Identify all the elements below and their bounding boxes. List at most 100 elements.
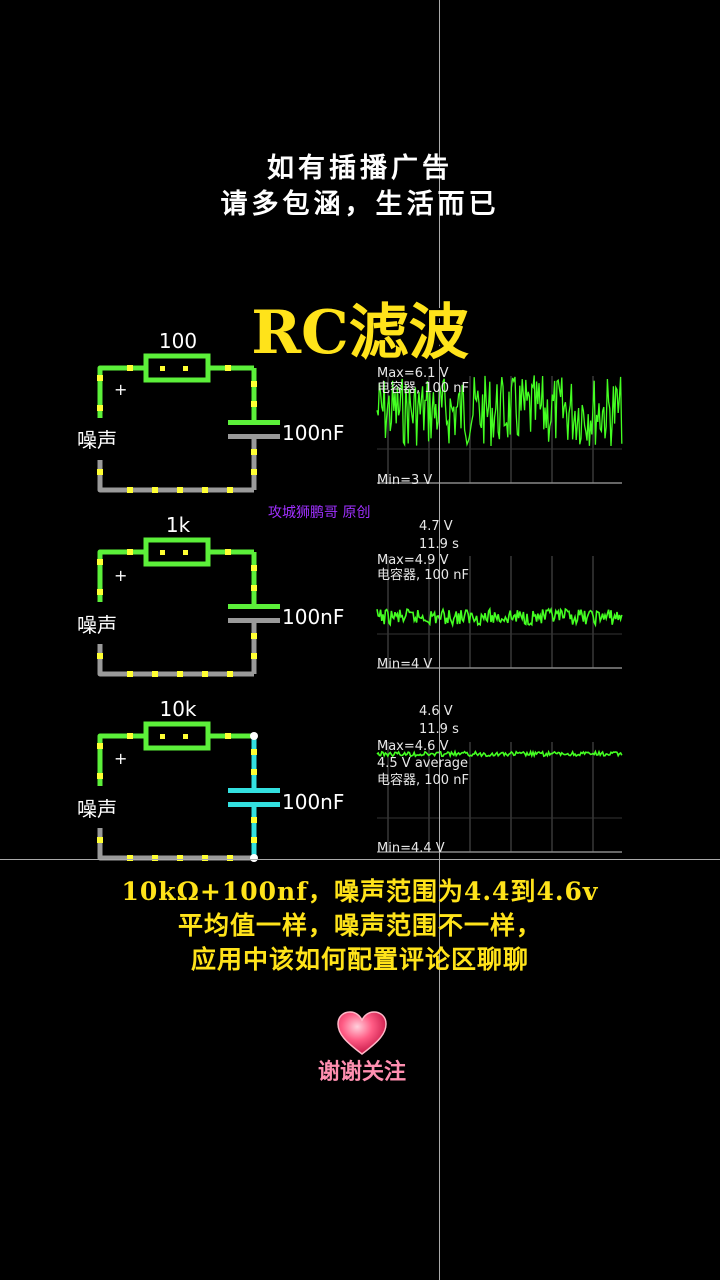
- scope-readout-3: Max=4.6 V 4.5 V average 电容器, 100 nF: [377, 738, 469, 789]
- scope-1-min: Min=3 V: [377, 473, 433, 488]
- scope-readout-1: Max=6.1 V 电容器, 100 nF: [377, 366, 469, 396]
- terminal-dot-1-6: [251, 449, 257, 455]
- terminal-dot-3-2: [127, 733, 133, 739]
- scope-2-line-value: 4.7 V: [419, 519, 453, 534]
- capacitor-label-2: 100nF: [282, 605, 345, 629]
- scope-readout-2: Max=4.9 V 电容器, 100 nF: [377, 553, 469, 583]
- terminal-dot-2-10: [152, 671, 158, 677]
- resistor-pin-a-1: [160, 366, 165, 371]
- scope-3-min: Min=4.4 V: [377, 841, 445, 856]
- terminal-dot-2-2: [127, 549, 133, 555]
- scope-2-line-max: Max=4.9 V: [377, 553, 449, 568]
- terminal-dot-1-10: [152, 487, 158, 493]
- terminal-dot-3-9: [127, 855, 133, 861]
- node-marker-bottom-3: [250, 854, 258, 862]
- resistor-pin-b-3: [183, 734, 188, 739]
- terminal-dot-2-7: [251, 653, 257, 659]
- terminal-dot-2-13: [227, 671, 233, 677]
- wire-ground-3: [97, 828, 254, 861]
- scope-3-line-value: 4.6 V: [419, 704, 453, 719]
- resistor-body-2: [143, 537, 211, 567]
- resistor-body-3: [143, 721, 211, 751]
- scope-trace-1: [376, 375, 623, 447]
- terminal-dot-1-2: [127, 365, 133, 371]
- noise-source-label-3: 噪声: [77, 797, 117, 821]
- capacitor-label-3: 100nF: [282, 790, 345, 814]
- scope-3-line-max: Max=4.6 V: [377, 739, 449, 754]
- terminal-dot-1-0: [97, 375, 103, 381]
- terminal-dot-2-9: [127, 671, 133, 677]
- caption-line-2: 平均值一样，噪声范围不一样，: [177, 911, 542, 940]
- resistor-label-1: 100: [158, 329, 198, 353]
- terminal-dot-2-1: [97, 589, 103, 595]
- scope-3-line-average: 4.5 V average: [377, 756, 469, 771]
- terminal-dot-3-1: [97, 773, 103, 779]
- terminal-dot-1-5: [251, 401, 257, 407]
- terminal-dot-3-10: [152, 855, 158, 861]
- capacitor-plate-top-3: [228, 788, 280, 793]
- caption-line-1: 10kΩ+100nf，噪声范围为4.4到4.6v: [121, 877, 599, 906]
- terminal-dot-3-8: [97, 837, 103, 843]
- resistor-label-2: 1k: [165, 513, 191, 537]
- scope-2-line-time: 11.9 s: [419, 537, 459, 552]
- terminal-dot-2-8: [97, 653, 103, 659]
- wire-ground-1: [97, 460, 254, 493]
- scope-trace-3: [376, 749, 623, 759]
- scope-readout-2-top: 4.7 V 11.9 s: [419, 518, 459, 554]
- wire-ground-2: [97, 644, 254, 677]
- scope-3-line-component: 电容器, 100 nF: [377, 773, 469, 788]
- terminal-dot-2-11: [177, 671, 183, 677]
- scope-1-line-component: 电容器, 100 nF: [377, 381, 469, 396]
- terminal-dot-3-12: [202, 855, 208, 861]
- crosshair-vertical-line: [439, 0, 440, 1280]
- terminal-dot-1-9: [127, 487, 133, 493]
- noise-source-label-1: 噪声: [77, 428, 117, 452]
- scope-2-min: Min=4 V: [377, 657, 433, 672]
- terminal-dot-3-13: [227, 855, 233, 861]
- terminal-dot-3-11: [177, 855, 183, 861]
- terminal-dot-1-12: [202, 487, 208, 493]
- terminal-dot-2-0: [97, 559, 103, 565]
- resistor-pin-a-3: [160, 734, 165, 739]
- terminal-dot-3-4: [251, 749, 257, 755]
- capacitor-plate-top-1: [228, 420, 280, 425]
- plus-sign-2: +: [114, 566, 128, 585]
- capacitor-label-1: 100nF: [282, 421, 345, 445]
- heart-icon[interactable]: [336, 1010, 388, 1056]
- plus-sign-3: +: [114, 749, 128, 768]
- terminal-dot-2-4: [251, 565, 257, 571]
- terminal-dot-1-8: [97, 469, 103, 475]
- capacitor-plate-top-2: [228, 604, 280, 609]
- terminal-dot-2-6: [251, 633, 257, 639]
- scope-1-line-max: Max=6.1 V: [377, 366, 449, 381]
- node-marker-top-3: [250, 732, 258, 740]
- resistor-pin-b-2: [183, 550, 188, 555]
- scope-2-line-component: 电容器, 100 nF: [377, 568, 469, 583]
- terminal-dot-3-7: [251, 837, 257, 843]
- plus-sign-1: +: [114, 380, 128, 399]
- terminal-dot-2-3: [225, 549, 231, 555]
- terminal-dot-1-13: [227, 487, 233, 493]
- resistor-pin-b-1: [183, 366, 188, 371]
- terminal-dot-3-5: [251, 769, 257, 775]
- capacitor-plate-bottom-2: [228, 618, 280, 623]
- headline-title: RC滤波: [251, 298, 469, 368]
- terminal-dot-3-0: [97, 743, 103, 749]
- resistor-label-3: 10k: [159, 697, 197, 721]
- scope-readout-3-top: 4.6 V 11.9 s: [419, 703, 459, 739]
- caption-line-3: 应用中该如何配置评论区聊聊: [190, 945, 529, 974]
- terminal-dot-1-3: [225, 365, 231, 371]
- scope-trace-2: [376, 606, 623, 628]
- watermark-text: 攻城狮鹏哥 原创: [268, 505, 371, 521]
- terminal-dot-1-1: [97, 405, 103, 411]
- capacitor-plate-bottom-3: [228, 802, 280, 807]
- terminal-dot-2-12: [202, 671, 208, 677]
- terminal-dot-2-5: [251, 585, 257, 591]
- thanks-label: 谢谢关注: [318, 1060, 407, 1085]
- terminal-dot-1-11: [177, 487, 183, 493]
- capacitor-plate-bottom-1: [228, 434, 280, 439]
- noise-source-label-2: 噪声: [77, 613, 117, 637]
- terminal-dot-1-4: [251, 381, 257, 387]
- terminal-dot-1-7: [251, 469, 257, 475]
